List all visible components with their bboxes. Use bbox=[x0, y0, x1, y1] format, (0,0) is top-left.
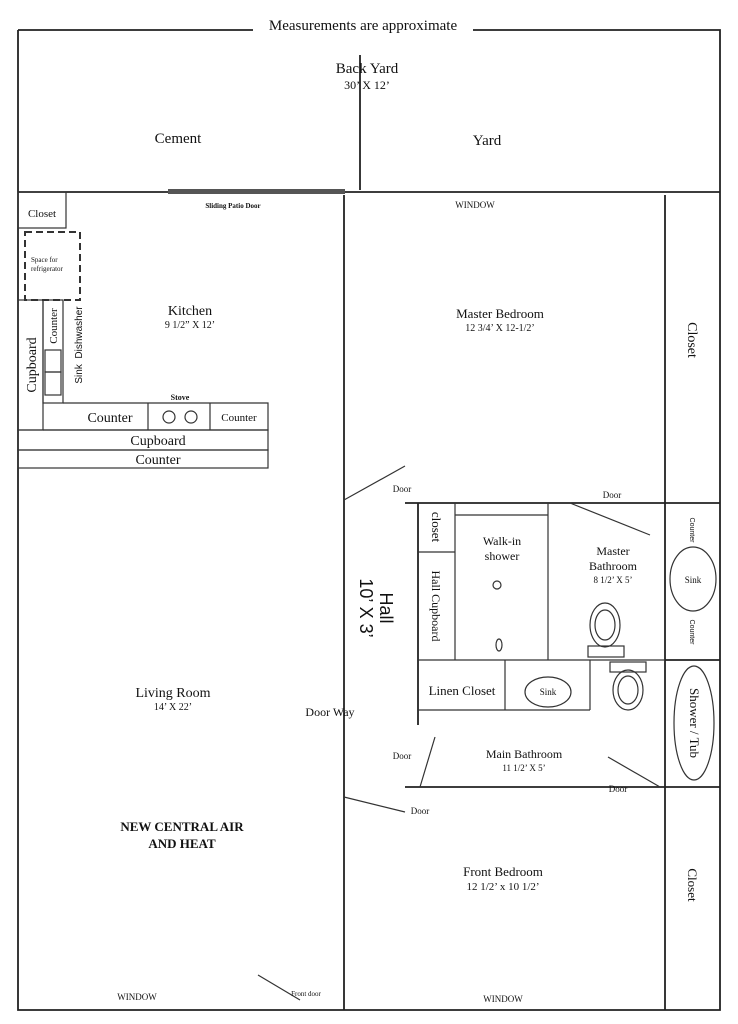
master-bath-size: 8 1/2’ X 5’ bbox=[593, 575, 632, 585]
fridge-label-1: Space for bbox=[31, 256, 58, 264]
master-bedroom-name: Master Bedroom bbox=[456, 306, 544, 321]
master-bath-name-1: Master bbox=[596, 544, 629, 558]
sliding-patio-door bbox=[168, 189, 345, 194]
fridge-label-2: refrigerator bbox=[31, 265, 64, 273]
hall-cupboard: Hall Cupboard bbox=[429, 571, 443, 642]
master-sink: Sink bbox=[685, 575, 702, 585]
counter-left: Counter bbox=[87, 411, 132, 426]
main-bath-name: Main Bathroom bbox=[486, 747, 563, 761]
yard-label: Yard bbox=[473, 133, 502, 149]
title: Measurements are approximate bbox=[269, 18, 458, 34]
front-closet: Closet bbox=[685, 868, 700, 902]
main-bath-door-left: Door bbox=[393, 751, 412, 761]
master-door-right: Door bbox=[603, 490, 622, 500]
front-bedroom-door: Door bbox=[411, 806, 430, 816]
kitchen-fixtures bbox=[17, 191, 269, 469]
cupboard-label: Cupboard bbox=[130, 434, 185, 449]
front-bedroom-size: 12 1/2’ x 10 1/2’ bbox=[466, 881, 539, 893]
master-bath-name-2: Bathroom bbox=[589, 559, 638, 573]
living-room-size: 14’ X 22’ bbox=[154, 702, 192, 713]
back-yard-label: Back Yard bbox=[336, 61, 399, 77]
shower-label-2: shower bbox=[485, 549, 520, 563]
walls bbox=[17, 29, 721, 1011]
master-bedroom-size: 12 3/4’ X 12-1/2’ bbox=[465, 323, 535, 334]
hall-size: 10’ X 3’ bbox=[356, 578, 376, 637]
master-counter-bottom: Counter bbox=[688, 620, 695, 646]
living-window: WINDOW bbox=[117, 992, 157, 1002]
sink-dishwasher-label: Sink Dishwasher bbox=[74, 306, 85, 384]
living-room-name: Living Room bbox=[135, 686, 210, 701]
master-window: WINDOW bbox=[455, 200, 495, 210]
main-bath-door-bottom: Door bbox=[609, 784, 628, 794]
front-window: WINDOW bbox=[483, 994, 523, 1004]
back-yard-size: 30’ X 12’ bbox=[344, 78, 390, 92]
hvac-note-1: NEW CENTRAL AIR bbox=[120, 819, 244, 834]
master-door-left: Door bbox=[393, 484, 412, 494]
tub-label: Shower / Tub bbox=[687, 688, 702, 758]
hall-closet: closet bbox=[429, 512, 444, 543]
counter-right: Counter bbox=[221, 412, 257, 424]
shower-label-1: Walk-in bbox=[483, 534, 521, 548]
linen-closet: Linen Closet bbox=[429, 683, 496, 698]
main-sink: Sink bbox=[540, 687, 557, 697]
patio-door-label: Sliding Patio Door bbox=[205, 202, 260, 210]
counter-vertical: Counter bbox=[48, 308, 60, 344]
counter-bottom: Counter bbox=[135, 453, 180, 468]
door-way-label: Door Way bbox=[305, 705, 354, 719]
master-closet: Closet bbox=[684, 322, 699, 358]
cupboard-vertical: Cupboard bbox=[25, 337, 40, 392]
bath-fixtures bbox=[418, 503, 717, 781]
kitchen-size: 9 1/2” X 12’ bbox=[165, 320, 215, 331]
master-counter-top: Counter bbox=[688, 518, 695, 544]
stove-label: Stove bbox=[171, 393, 190, 402]
front-door-label: Front door bbox=[291, 990, 321, 998]
main-bath-size: 11 1/2’ X 5’ bbox=[502, 763, 545, 773]
cement-label: Cement bbox=[155, 131, 202, 147]
hall-name: Hall bbox=[376, 592, 396, 623]
front-bedroom-name: Front Bedroom bbox=[463, 864, 543, 879]
kitchen-name: Kitchen bbox=[168, 304, 212, 319]
kitchen-closet: Closet bbox=[28, 208, 56, 220]
hvac-note-2: AND HEAT bbox=[148, 836, 216, 851]
door-swings bbox=[257, 465, 661, 1001]
